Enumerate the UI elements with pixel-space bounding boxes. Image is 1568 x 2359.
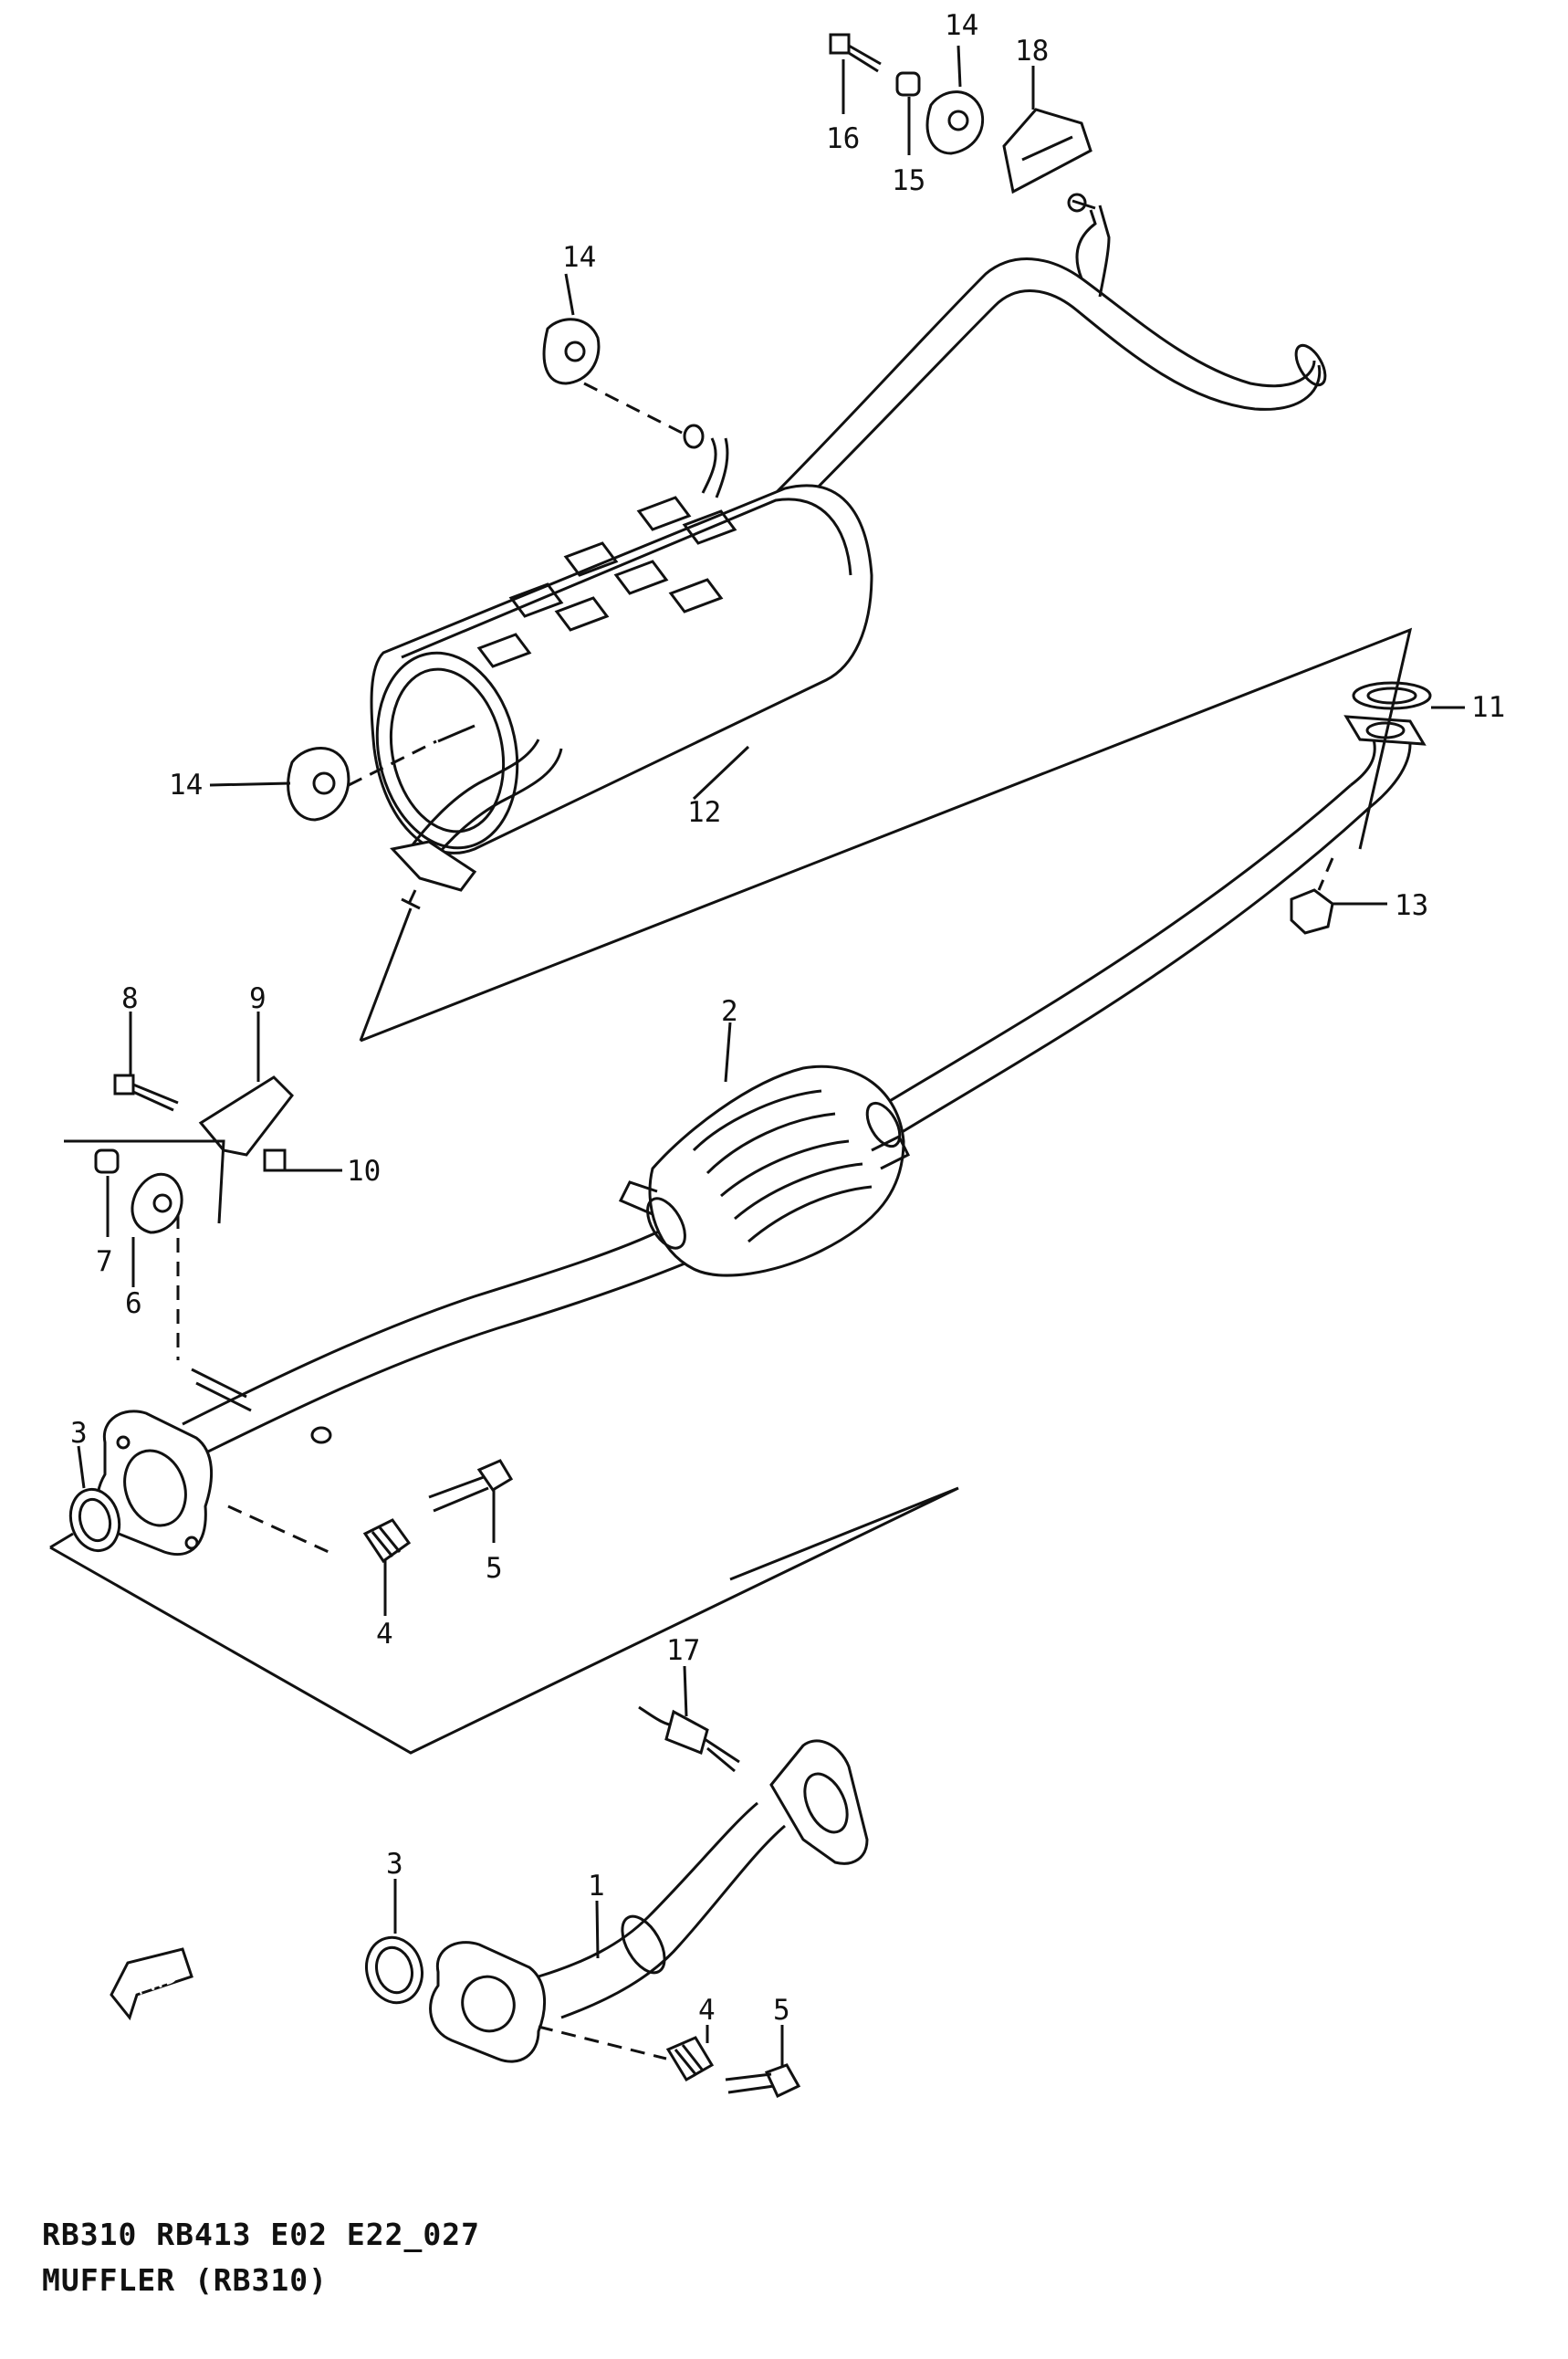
callout-13: 13 [1395, 889, 1428, 922]
callout-1: 1 [588, 1870, 605, 1903]
callout-5-upper: 5 [486, 1552, 503, 1585]
bolt-5-lower [725, 2063, 801, 2099]
collar-15 [895, 71, 921, 97]
collar-7 [94, 1148, 120, 1174]
bolt-8 [113, 1074, 179, 1112]
heat-shield-panels [476, 496, 737, 668]
callout-2: 2 [721, 995, 738, 1028]
callout-14-top: 14 [945, 9, 978, 42]
bracket-9 [198, 1075, 294, 1157]
callout-18: 18 [1015, 35, 1049, 68]
diagram-title: MUFFLER (RB310) [42, 2262, 329, 2298]
callout-3-upper: 3 [70, 1417, 88, 1450]
bolt-10 [263, 1148, 287, 1172]
diagram-code: RB310 RB413 E02 E22_027 [42, 2217, 480, 2252]
callout-12: 12 [687, 796, 721, 829]
callout-15: 15 [892, 164, 925, 197]
callout-7: 7 [96, 1245, 113, 1278]
rubber-6 [131, 1172, 183, 1234]
callout-10: 10 [347, 1155, 381, 1188]
callout-14-mid: 14 [562, 241, 596, 274]
callout-4-lower: 4 [698, 1994, 716, 2027]
hanger-bracket-18 [1002, 108, 1092, 194]
bolt-16 [829, 33, 882, 73]
callout-9: 9 [249, 982, 267, 1015]
callout-11: 11 [1471, 691, 1505, 724]
callout-4-upper: 4 [376, 1618, 393, 1651]
rubber-hanger-left [287, 747, 350, 822]
fwd-arrow: FWD [110, 1947, 193, 2021]
front-pipe-assembly [429, 1739, 869, 2063]
spring-4-upper [362, 1518, 412, 1564]
muffler-assembly [370, 204, 1327, 910]
callout-6: 6 [125, 1287, 142, 1320]
spring-4-lower [665, 2036, 715, 2082]
rubber-hanger-top [542, 318, 601, 385]
callout-14-left: 14 [169, 769, 203, 802]
gasket-3-upper [68, 1487, 121, 1553]
callout-5-lower: 5 [773, 1994, 790, 2027]
leader-lines [77, 45, 1465, 2068]
oxygen-sensor-17 [638, 1705, 740, 1773]
bolt-5-upper [428, 1459, 514, 1513]
callout-8: 8 [121, 982, 139, 1015]
nut-13 [1290, 888, 1334, 935]
callout-16: 16 [826, 122, 860, 155]
callout-numbers: 14 14 18 16 15 14 12 11 13 2 8 9 10 7 6 … [70, 9, 1505, 2027]
callout-17: 17 [666, 1634, 700, 1667]
gasket-3-lower [365, 1935, 423, 2005]
rubber-hanger-rear [925, 90, 984, 155]
callout-3-lower: 3 [386, 1848, 403, 1881]
center-pipe-assembly [96, 739, 1412, 1556]
